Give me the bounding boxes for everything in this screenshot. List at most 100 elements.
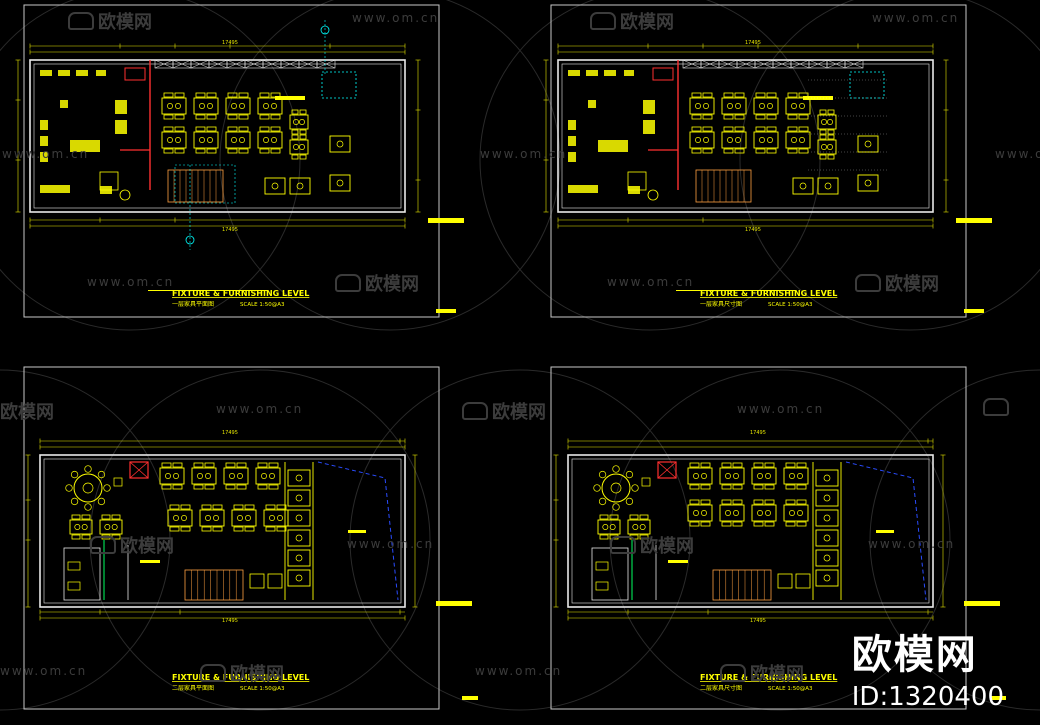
sink-unit: [99, 171, 119, 191]
chair: [609, 514, 619, 520]
chair: [227, 92, 238, 98]
window-truss-brace: [280, 59, 300, 69]
place-setting: [207, 137, 213, 143]
dining-table: [597, 519, 621, 535]
watermark-logo: 欧模网: [0, 398, 54, 424]
dining-table: [257, 97, 283, 115]
dining-table: [161, 97, 187, 115]
watermark-url: www.om.cn: [737, 402, 825, 416]
title-underline: [148, 290, 268, 291]
round-chair: [593, 484, 601, 492]
pillar: [113, 477, 123, 487]
sheet-subtitle: 二层家具平面图: [172, 684, 214, 692]
dining-table: [721, 97, 747, 115]
watermark-logo-text: 欧模网: [230, 664, 284, 685]
dining-table: [159, 467, 185, 485]
chair: [257, 484, 268, 490]
kitchen-fixture: [588, 100, 596, 108]
watermark-logo-text: 欧模网: [885, 274, 939, 295]
sheet-title: FIXTURE & FURNISHING LEVEL: [172, 673, 309, 682]
kitchen-fixture: [598, 140, 628, 152]
watermark-logo-text: 欧模网: [620, 12, 674, 33]
dim-bottom-total: 17495: [222, 227, 238, 233]
watermark-logo: [983, 398, 1009, 416]
chair: [753, 499, 764, 505]
pillar: [641, 477, 651, 487]
label-bar: [956, 218, 992, 223]
kitchen-fixture: [70, 140, 100, 152]
booth-seat: [329, 174, 351, 192]
place-setting: [695, 137, 701, 143]
place-setting: [205, 473, 211, 479]
chair: [796, 484, 807, 490]
label-bar: [964, 601, 1000, 606]
title-block-plan-4: FIXTURE & FURNISHING LEVEL 二层家具尺寸图 SCALE…: [700, 430, 837, 692]
booth-seat: [815, 469, 839, 487]
place-setting: [735, 137, 741, 143]
dining-table: [721, 131, 747, 149]
dim-top-total: 17495: [222, 430, 238, 436]
kitchen-fixture: [60, 100, 68, 108]
place-setting: [295, 494, 303, 502]
chair: [787, 92, 798, 98]
chair: [702, 148, 713, 154]
sofa-icon: [983, 398, 1009, 416]
place-setting: [299, 119, 305, 125]
dim-bottom-total: 17495: [745, 227, 761, 233]
dining-table: [191, 467, 217, 485]
chair: [827, 154, 835, 160]
kitchen-fixture: [568, 185, 598, 193]
kitchen-fixture: [643, 120, 655, 134]
booth-seat: [815, 529, 839, 547]
chair: [172, 462, 183, 468]
chair: [691, 114, 702, 120]
chair: [819, 154, 827, 160]
place-setting: [765, 510, 771, 516]
chair: [206, 114, 217, 120]
chair: [689, 484, 700, 490]
chair: [734, 92, 745, 98]
place-setting: [693, 510, 699, 516]
booth-seat: [815, 549, 839, 567]
window-truss-brace: [826, 59, 846, 69]
background-arc: [349, 369, 691, 711]
entry-area: [321, 71, 357, 99]
sheet-scale: SCALE 1:50@A3: [768, 686, 813, 692]
sheet-scale: SCALE 1:50@A3: [768, 302, 813, 308]
chair: [629, 514, 639, 520]
exterior-wall: [567, 454, 934, 608]
place-setting: [864, 140, 872, 148]
chair: [212, 526, 223, 532]
chair: [276, 526, 287, 532]
booth-seat: [857, 174, 879, 192]
label-tag: [348, 530, 366, 533]
kitchen-fixture: [76, 70, 88, 76]
kitchen-fixture: [568, 120, 576, 130]
background-arc: [219, 0, 561, 331]
label-bar: [990, 696, 1006, 700]
dining-table: [817, 114, 837, 130]
booth-seat: [287, 569, 311, 587]
chair: [753, 521, 764, 527]
place-setting: [237, 515, 243, 521]
chair: [764, 484, 775, 490]
chair: [721, 499, 732, 505]
chair: [204, 462, 215, 468]
round-chair: [97, 497, 106, 506]
service-cabinet: [657, 461, 677, 479]
watermark-logo: 欧模网: [720, 660, 804, 686]
watermark-url: www.om.cn: [216, 402, 304, 416]
round-chair: [70, 497, 79, 506]
place-setting: [725, 510, 731, 516]
chair: [206, 148, 217, 154]
sheet-scale: SCALE 1:50@A3: [240, 686, 285, 692]
chair: [169, 504, 180, 510]
chair: [268, 484, 279, 490]
kitchen-fixture: [40, 120, 48, 130]
chair: [755, 148, 766, 154]
chair: [174, 92, 185, 98]
place-setting: [735, 103, 741, 109]
dining-table: [193, 97, 219, 115]
sheet-subtitle: 一层家具平面图: [172, 300, 214, 308]
watermark-url: www.om.cn: [87, 275, 175, 289]
